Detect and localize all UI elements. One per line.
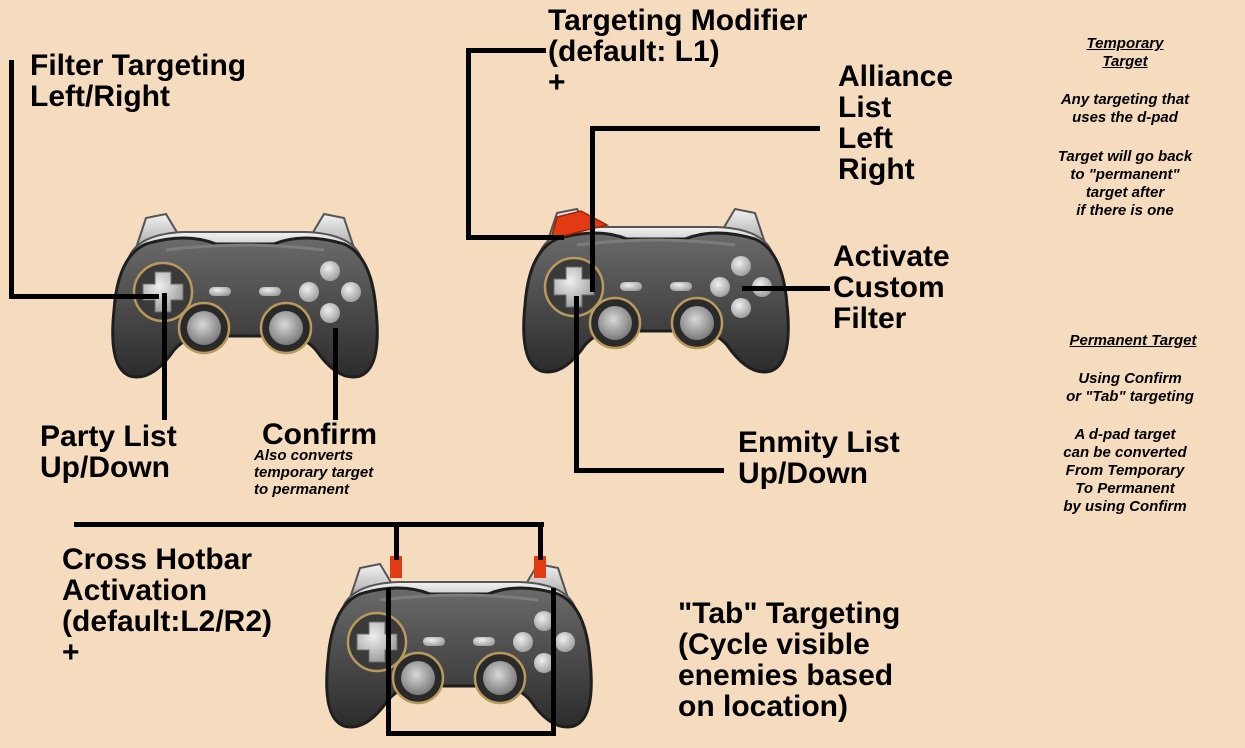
connector-enmity-list	[574, 296, 579, 473]
label-enmity-list: Enmity List Up/Down	[738, 426, 900, 490]
label-tab-targeting: "Tab" Targeting (Cycle visible enemies b…	[678, 597, 901, 723]
connector-cross-hotbar	[74, 522, 544, 527]
label-activate-custom-filter: Activate Custom Filter	[833, 240, 950, 335]
connector-cross-hotbar	[538, 522, 543, 560]
temporary-target-text: Target will go back to "permanent" targe…	[1057, 148, 1193, 219]
connector-targeting-modifier	[466, 48, 546, 53]
gamepad-icon	[111, 212, 379, 379]
connector-tab-targeting	[386, 731, 556, 736]
temporary-target-text: Any targeting that uses the d-pad	[1060, 91, 1190, 126]
connector-party-list	[162, 293, 167, 420]
label-party-list: Party List Up/Down	[40, 420, 177, 484]
connector-confirm	[333, 328, 338, 420]
connector-cross-hotbar	[394, 522, 399, 560]
permanent-target-text: A d-pad target can be converted From Tem…	[1063, 426, 1187, 515]
connector-alliance-list	[590, 126, 595, 292]
connector-targeting-modifier	[466, 235, 564, 240]
label-confirm-note: Also converts temporary target to perman…	[254, 447, 374, 498]
connector-alliance-list	[590, 126, 820, 131]
connector-custom-filter	[742, 286, 830, 291]
connector-targeting-modifier	[466, 48, 471, 240]
temporary-target-heading: Temporary Target	[1086, 35, 1164, 70]
label-alliance-list: Alliance List Left Right	[838, 60, 954, 186]
label-targeting-modifier: Targeting Modifier (default: L1) +	[548, 4, 808, 99]
connector-tab-targeting	[386, 588, 391, 736]
connector-enmity-list	[574, 468, 724, 473]
connector-tab-targeting	[551, 588, 556, 736]
label-cross-hotbar: Cross Hotbar Activation (default:L2/R2) …	[62, 543, 272, 669]
permanent-target-heading: Permanent Target	[1069, 332, 1197, 349]
gamepad-icon	[325, 556, 593, 729]
connector-filter-targeting	[9, 60, 14, 299]
label-filter-targeting: Filter Targeting Left/Right	[30, 49, 247, 113]
permanent-target-text: Using Confirm or "Tab" targeting	[1066, 370, 1194, 405]
connector-filter-targeting	[9, 294, 159, 299]
label-confirm: Confirm	[262, 418, 377, 451]
